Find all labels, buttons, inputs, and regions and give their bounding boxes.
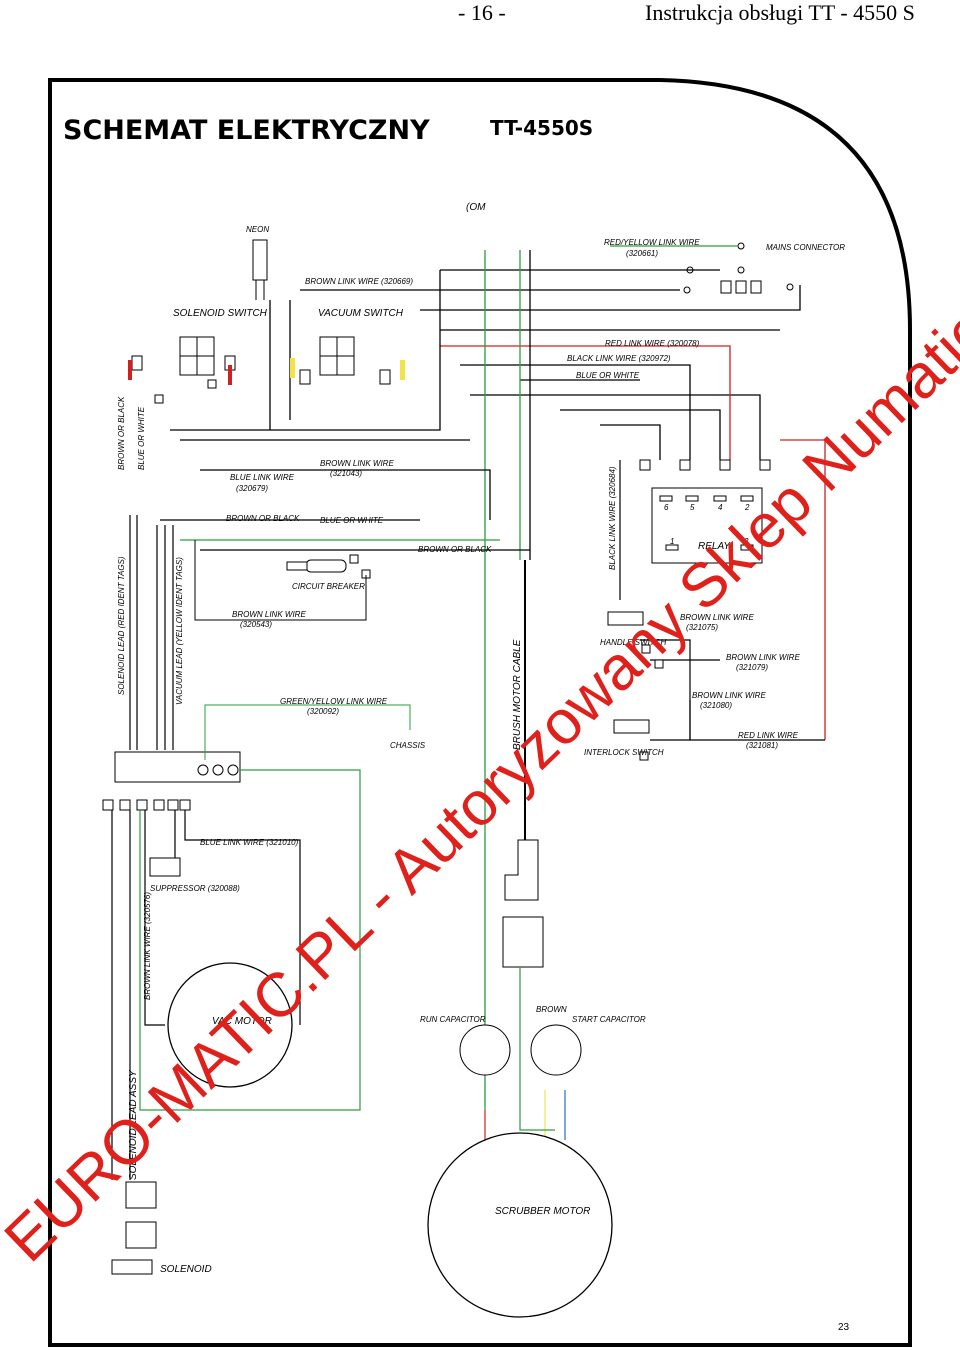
- red-ident-tag: [228, 365, 232, 385]
- start-capacitor: [530, 1024, 582, 1076]
- brown-link-r1-label: BROWN LINK WIRE: [726, 653, 800, 662]
- red-link-bottom-code: (321081): [746, 741, 778, 750]
- relay-terminal: 1: [670, 537, 674, 546]
- solenoid-label: SOLENOID: [160, 1264, 212, 1275]
- brown-link-r2-label: BROWN LINK WIRE: [692, 691, 766, 700]
- interlock-switch-label: INTERLOCK SWITCH: [584, 748, 664, 757]
- relay-terminal: 4: [718, 503, 723, 512]
- brown-or-black-cb-label: BROWN OR BLACK: [418, 545, 492, 554]
- brown-link-cb-label: BROWN LINK WIRE: [232, 610, 306, 619]
- solenoid-switch: [131, 336, 236, 404]
- brush-connector: [504, 839, 539, 901]
- solenoid-connectors: [111, 1181, 157, 1275]
- chassis-label: CHASSIS: [390, 741, 426, 750]
- brown-link-mid-code: (321043): [330, 469, 362, 478]
- mains-connector-label: MAINS CONNECTOR: [766, 243, 845, 252]
- yellow-ident-tag: [400, 360, 405, 380]
- black-link-relay-label: BLACK LINK WIRE (320684): [608, 466, 617, 570]
- red-link-top-label: RED LINK WIRE (320078): [605, 339, 700, 348]
- manual-title: Instrukcja obsługi TT - 4550 S: [645, 0, 915, 25]
- blue-or-white-mid-label: BLUE OR WHITE: [320, 516, 384, 525]
- suppressor: [149, 857, 181, 877]
- black-link-label: BLACK LINK WIRE (320972): [567, 354, 671, 363]
- red-yellow-link-label: RED/YELLOW LINK WIRE: [604, 238, 700, 247]
- red-link-bottom-label: RED LINK WIRE: [738, 731, 799, 740]
- brown-link-r1-code: (321079): [736, 663, 768, 672]
- relay: [639, 459, 771, 564]
- run-capacitor: [459, 1024, 511, 1076]
- interlock-switch: [613, 719, 650, 761]
- solenoid-switch-label: SOLENOID SWITCH: [173, 308, 268, 319]
- fragment-label: (OM: [466, 202, 486, 213]
- terminal-block: [114, 751, 241, 783]
- solenoid-lead-assy-label: SOLENOID LEAD ASSY: [128, 1069, 139, 1180]
- handle-switch-label: HANDLE SWITCH: [600, 638, 666, 647]
- brown-link-vac-label: BROWN LINK WIRE (320576): [143, 892, 152, 1000]
- blue-or-white-top-label: BLUE OR WHITE: [576, 371, 640, 380]
- brown-link-handle-label: BROWN LINK WIRE: [680, 613, 754, 622]
- scrubber-motor-label: SCRUBBER MOTOR: [495, 1206, 590, 1217]
- start-capacitor-label: START CAPACITOR: [572, 1015, 646, 1024]
- blue-link-mid-code: (320679): [236, 484, 268, 493]
- neon-lamp: [252, 239, 268, 281]
- brown-link-cb-code: (320543): [240, 620, 272, 629]
- brown-link-mid-label: BROWN LINK WIRE: [320, 459, 394, 468]
- relay-terminal: 5: [690, 503, 695, 512]
- brown-link-r2-code: (321080): [700, 701, 732, 710]
- vacuum-switch: [299, 336, 391, 385]
- blue-or-white-left-label: BLUE OR WHITE: [137, 406, 146, 470]
- run-capacitor-label: RUN CAPACITOR: [420, 1015, 486, 1024]
- diagram-title: SCHEMAT ELEKTRYCZNY: [63, 115, 430, 146]
- vac-motor-label: VAC MOTOR: [212, 1016, 272, 1027]
- brown-or-black-left-label: BROWN OR BLACK: [117, 396, 126, 470]
- blue-link-mid-label: BLUE LINK WIRE: [230, 473, 295, 482]
- yellow-ident-tag: [290, 358, 295, 378]
- brush-motor-cable-label: BRUSH MOTOR CABLE: [512, 639, 523, 750]
- scrubber-motor: [427, 1132, 613, 1318]
- relay-label: RELAY: [698, 541, 731, 552]
- solenoid-lead-label: SOLENOID LEAD (RED IDENT TAGS): [117, 556, 126, 695]
- brown-or-black-mid-label: BROWN OR BLACK: [226, 514, 300, 523]
- vacuum-switch-label: VACUUM SWITCH: [318, 308, 404, 319]
- red-ident-tag: [128, 360, 132, 380]
- brown-link-handle-code: (321075): [686, 623, 718, 632]
- neon-label: NEON: [246, 225, 269, 234]
- diagram-page-number: 23: [838, 1322, 850, 1333]
- brown-link-top-label: BROWN LINK WIRE (320669): [305, 277, 413, 286]
- handle-switch: [607, 611, 664, 669]
- suppressor-label: SUPPRESSOR (320088): [150, 884, 240, 893]
- green-yellow-link-code: (320092): [307, 707, 339, 716]
- motor-plug: [502, 916, 544, 968]
- brown-label: BROWN: [536, 1005, 567, 1014]
- vac-motor: [167, 962, 293, 1088]
- circuit-breaker-label: CIRCUIT BREAKER: [292, 582, 365, 591]
- relay-terminal: 6: [664, 503, 669, 512]
- diagram-frame: [48, 78, 912, 1347]
- green-yellow-link-label: GREEN/YELLOW LINK WIRE: [280, 697, 388, 706]
- page-number: - 16 -: [458, 0, 506, 25]
- blue-link-bottom-label: BLUE LINK WIRE (321010): [200, 838, 299, 847]
- red-yellow-link-code: (320661): [626, 249, 658, 258]
- circuit-breaker: [286, 554, 371, 579]
- relay-terminal: 3: [744, 537, 749, 546]
- vacuum-lead-label: VACUUM LEAD (YELLOW IDENT TAGS): [175, 557, 184, 705]
- relay-terminal: 2: [744, 503, 750, 512]
- diagram-model: TT-4550S: [490, 116, 593, 140]
